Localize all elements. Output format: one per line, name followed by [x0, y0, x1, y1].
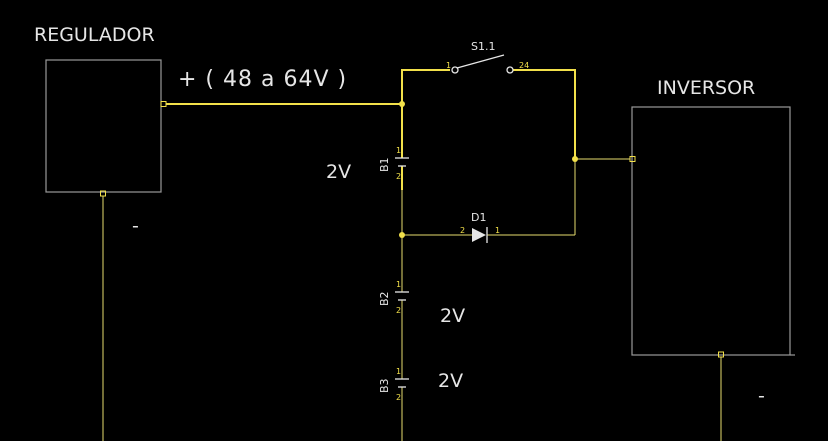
- bus-voltage-label: + ( 48 a 64V ): [178, 67, 347, 92]
- switch-contact-left: [451, 66, 459, 74]
- regulator-plus-pin: [160, 101, 167, 107]
- switch-pin-a-label: 1: [446, 61, 451, 70]
- junction-dot: [399, 101, 405, 107]
- battery-pin-neg-label: 2: [396, 393, 401, 402]
- inverter-box: [631, 106, 791, 356]
- switch-contact-right: [506, 66, 514, 74]
- battery-pin-neg-label: 2: [396, 172, 401, 181]
- battery-voltage-label: 2V: [326, 161, 351, 183]
- switch-pin-b-label: 24: [519, 61, 529, 70]
- diode-body: [472, 228, 486, 242]
- switch-s1: S1.1 1 24: [446, 40, 529, 74]
- diode-d1: D1 2 1: [460, 211, 500, 243]
- regulator-title: REGULADOR: [34, 24, 155, 46]
- switch-left-wire: [401, 69, 450, 104]
- battery-b3: B3 1 2 2V: [378, 367, 463, 402]
- battery-voltage-label: 2V: [438, 370, 463, 392]
- switch-ref-label: S1.1: [471, 40, 495, 53]
- junction-dot: [572, 156, 578, 162]
- battery-pin-pos-label: 1: [396, 280, 401, 289]
- battery-ref-label: B1: [378, 157, 391, 172]
- regulator-minus-label: -: [132, 215, 139, 237]
- battery-ref-label: B2: [378, 291, 391, 306]
- inverter-block: INVERSOR -: [629, 77, 795, 407]
- inverter-minus-label: -: [758, 385, 765, 407]
- battery-pin-neg-label: 2: [396, 306, 401, 315]
- battery-b2: B2 1 2 2V: [378, 280, 465, 327]
- battery-voltage-label: 2V: [440, 305, 465, 327]
- battery-pin-pos-label: 1: [396, 146, 401, 155]
- battery-ref-label: B3: [378, 378, 391, 393]
- diode-pin-anode-label: 2: [460, 226, 465, 235]
- battery-b1: B1 1 2 2V: [326, 146, 409, 183]
- switch-right-wire: [513, 69, 576, 159]
- wires: [102, 69, 722, 441]
- diode-ref-label: D1: [471, 211, 486, 224]
- regulator-block: REGULADOR -: [34, 24, 167, 237]
- regulator-box: [45, 59, 162, 193]
- inverter-title: INVERSOR: [657, 77, 755, 99]
- junction-dot: [399, 232, 405, 238]
- battery-pin-pos-label: 1: [396, 367, 401, 376]
- switch-lever: [456, 54, 505, 69]
- diode-pin-cathode-label: 1: [495, 226, 500, 235]
